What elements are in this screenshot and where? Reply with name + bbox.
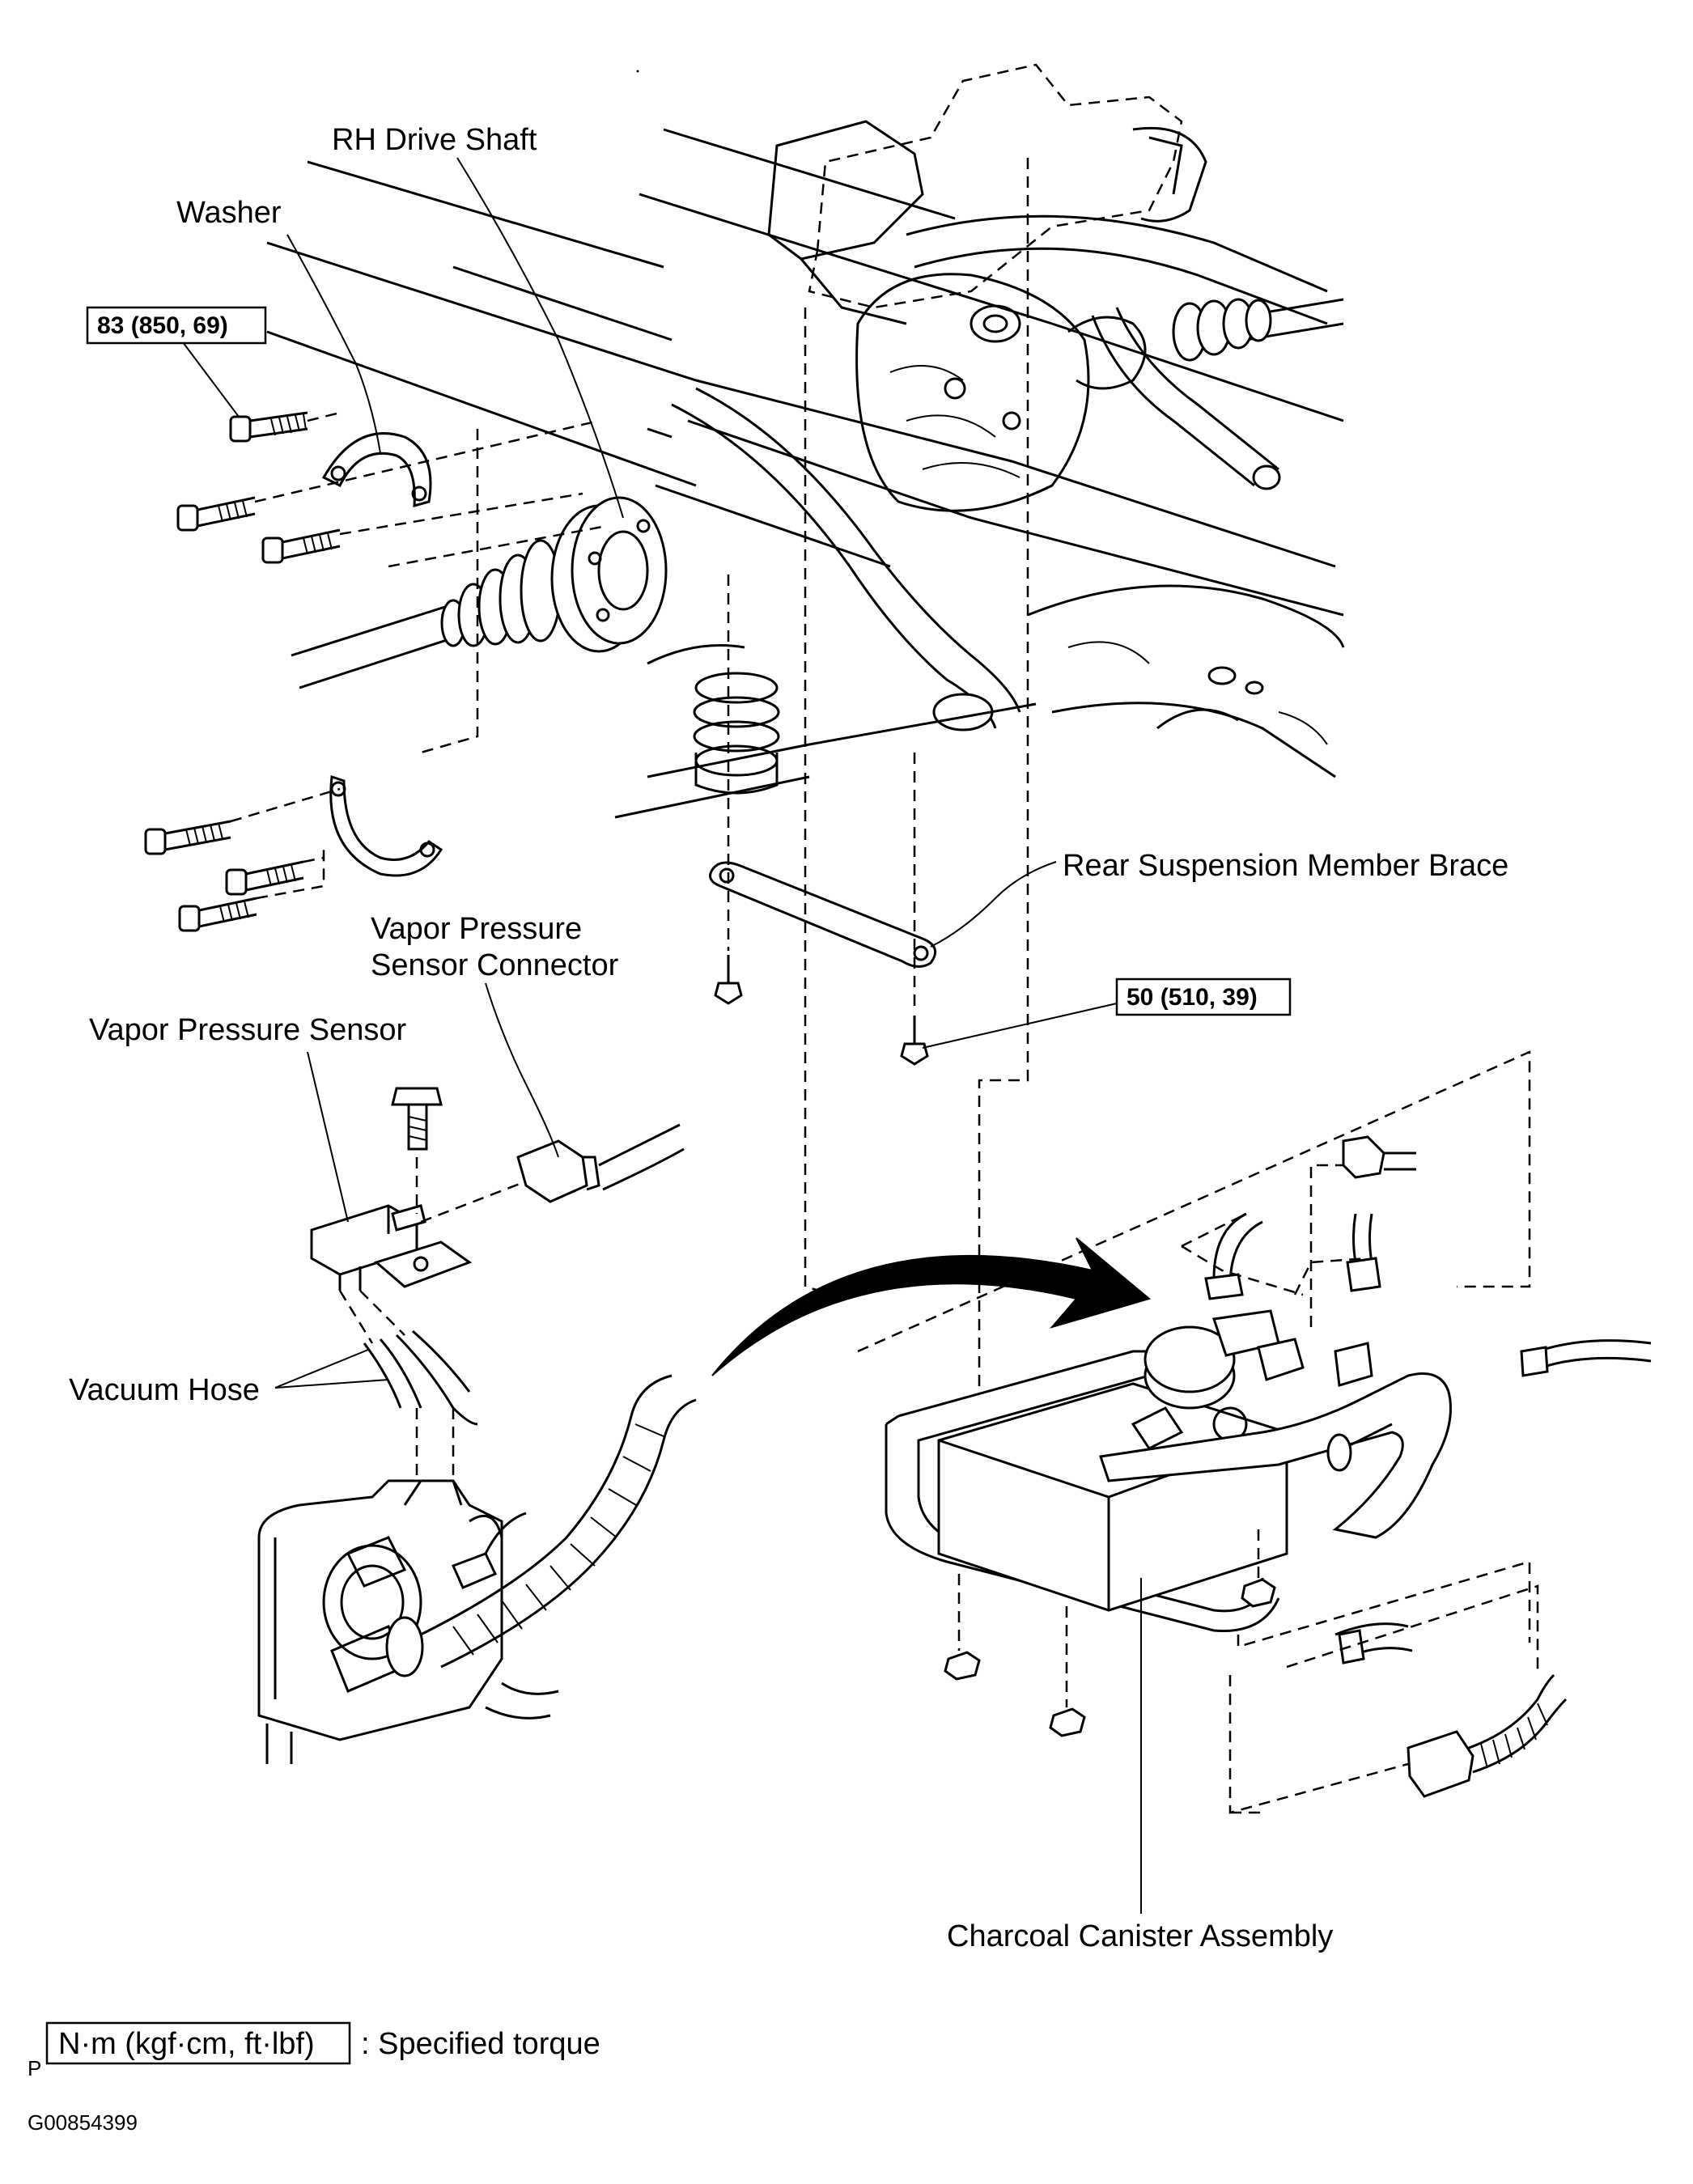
label-rear-suspension-member-brace: Rear Suspension Member Brace	[1063, 849, 1508, 883]
label-washer: Washer	[176, 196, 282, 230]
rear-suspension-member-brace	[709, 861, 937, 968]
label-vapor-pressure-sensor: Vapor Pressure Sensor	[89, 1013, 406, 1047]
label-vapor-pressure-sensor-connector-line1: Vapor Pressure	[371, 912, 582, 946]
bolt	[178, 897, 257, 932]
vapor-pressure-sensor-bolt	[391, 1087, 443, 1151]
washer-lower	[329, 774, 443, 877]
canister-nut	[1049, 1707, 1086, 1737]
bolt	[261, 528, 341, 564]
label-vacuum-hose: Vacuum Hose	[69, 1373, 260, 1407]
underbody-chassis	[266, 63, 1345, 819]
washer-upper	[321, 432, 432, 508]
vapor-pressure-sensor-connector	[516, 1123, 685, 1203]
engine-side-assembly	[257, 1374, 697, 1764]
torque-value-brace: 50 (510, 39)	[1127, 984, 1258, 1011]
bolt	[229, 411, 308, 443]
torque-box-brace: 50 (510, 39)	[1115, 977, 1292, 1016]
leader-lines	[177, 157, 1142, 1914]
bolt	[176, 496, 256, 532]
canister-nut	[1241, 1578, 1276, 1608]
legend-meaning: : Specified torque	[361, 2027, 600, 2061]
canister-nut	[944, 1651, 981, 1681]
label-vapor-pressure-sensor-connector-line2: Sensor Connector	[371, 948, 619, 982]
coil-spring	[693, 672, 780, 795]
rh-drive-shaft	[266, 330, 697, 689]
assembly-lines-left	[230, 411, 608, 900]
vapor-pressure-sensor	[310, 1204, 473, 1291]
drive-shaft-bolts	[144, 411, 341, 932]
legend-unit: N·m (kgf·cm, ft·lbf)	[58, 2027, 315, 2061]
curved-arrow	[711, 1237, 1152, 1376]
brace-bolt-left	[714, 955, 743, 1005]
label-charcoal-canister-assembly: Charcoal Canister Assembly	[947, 1919, 1333, 1953]
torque-legend: N·m (kgf·cm, ft·lbf) : Specified torque …	[28, 2021, 600, 2080]
bolt	[225, 860, 304, 896]
bolt	[144, 820, 231, 855]
drive-shaft-flange	[550, 496, 668, 653]
vacuum-hoses	[338, 1290, 478, 1426]
stray-dot	[636, 70, 639, 73]
torque-value-drive-shaft: 83 (850, 69)	[97, 312, 228, 339]
charcoal-canister-assembly	[885, 1135, 1652, 1814]
figure-id: G00854399	[28, 2110, 138, 2135]
brace-bolt-right	[900, 1016, 929, 1066]
rear-axle-boot	[1172, 298, 1272, 362]
callout-labels: RH Drive Shaft Washer Rear Suspension Me…	[69, 123, 1508, 1953]
label-rh-drive-shaft: RH Drive Shaft	[332, 123, 537, 157]
differential-housing	[855, 273, 1147, 512]
drive-shaft-boot	[440, 539, 562, 647]
legend-mark: P	[28, 2056, 41, 2080]
torque-box-drive-shaft: 83 (850, 69)	[86, 306, 267, 345]
